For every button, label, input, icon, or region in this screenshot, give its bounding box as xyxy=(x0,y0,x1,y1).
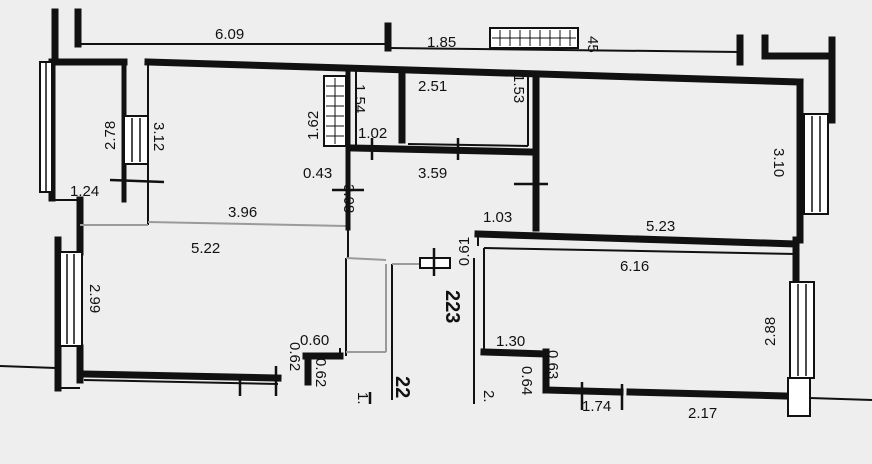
wall xyxy=(348,144,536,156)
dimension-label: 1.74 xyxy=(582,398,611,415)
wall xyxy=(83,379,279,385)
dimension-label: 1.62 xyxy=(305,111,322,140)
wall xyxy=(480,348,550,358)
wall xyxy=(474,230,800,248)
wall xyxy=(345,257,387,261)
dimension-label: 0.61 xyxy=(456,237,473,266)
dimension-label: 0.62 xyxy=(286,342,303,371)
dimension-label: 1.03 xyxy=(483,209,512,226)
dimension-label: 45 xyxy=(584,36,601,53)
fragment-label: 2. xyxy=(480,390,497,403)
dimension-label: 0.62 xyxy=(312,358,329,387)
dimension-label: 1.54 xyxy=(351,84,368,113)
dimension-label: 0.64 xyxy=(518,366,535,395)
tick xyxy=(109,178,165,184)
dimension-label: 1.24 xyxy=(70,183,99,200)
windows xyxy=(39,27,829,417)
dimension-label: 2.99 xyxy=(86,284,103,313)
window xyxy=(787,377,811,417)
wall xyxy=(144,58,804,86)
wall xyxy=(626,388,790,400)
dimension-ticks xyxy=(109,138,624,410)
wall xyxy=(809,397,872,401)
dimension-label: 6.09 xyxy=(215,26,244,43)
wall xyxy=(387,47,741,53)
wall xyxy=(0,365,57,369)
dimension-label: 1.53 xyxy=(510,74,527,103)
dimension-label: 5.23 xyxy=(646,218,675,235)
wall xyxy=(407,143,529,147)
dimension-label: 0.63 xyxy=(544,350,561,379)
dimension-label: 5.22 xyxy=(191,240,220,257)
dimension-label: 6.16 xyxy=(620,258,649,275)
dimension-label: 3.08 xyxy=(340,184,357,213)
dimension-label: 2.88 xyxy=(762,317,779,346)
dimension-label: 1.30 xyxy=(496,333,525,350)
dimension-labels: 6.09 1.85 45 2.78 3.12 1.24 1.62 1.54 1.… xyxy=(70,26,787,415)
window xyxy=(803,113,829,215)
wall xyxy=(483,247,797,255)
fragment-label: 22 xyxy=(391,376,413,398)
dimension-label: 1.02 xyxy=(358,125,387,142)
wall xyxy=(80,370,282,382)
dimension-label: 3.96 xyxy=(228,204,257,221)
walls xyxy=(0,8,872,404)
window xyxy=(123,115,149,165)
cropped-fragments: 1. 22 2. 2.17 xyxy=(354,376,717,422)
dimension-label: 3.10 xyxy=(770,148,787,177)
dimension-label: 0.43 xyxy=(303,165,332,182)
dimension-label: 3.12 xyxy=(150,122,167,151)
dimension-label: 3.59 xyxy=(418,165,447,182)
dimension-label: 0.60 xyxy=(300,332,329,349)
fragment-label: 2.17 xyxy=(688,405,717,422)
dimension-label: 2.78 xyxy=(102,121,119,150)
fragment-label: 1. xyxy=(354,392,371,405)
dimension-label: 2.51 xyxy=(418,78,447,95)
dimension-label: 1.85 xyxy=(427,34,456,51)
window xyxy=(59,251,83,347)
window xyxy=(789,281,815,379)
wall xyxy=(147,221,347,227)
apartment-number: 223 xyxy=(441,290,463,323)
